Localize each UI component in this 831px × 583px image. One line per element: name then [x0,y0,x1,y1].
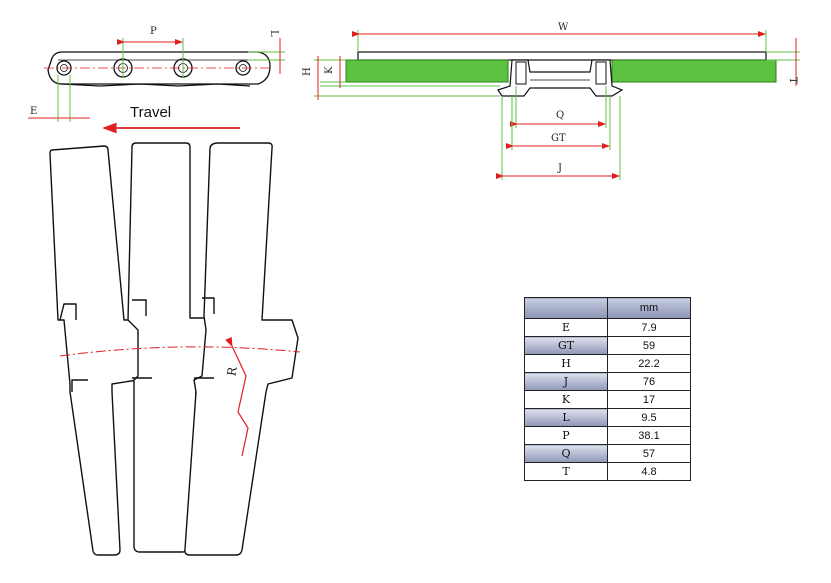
symbol-cell: P [524,426,608,445]
symbol-cell: GT [524,336,608,355]
table-row: J 76 [524,372,691,391]
value-cell: 57 [607,444,691,463]
value-cell: 7.9 [607,318,691,337]
plan-link-1 [49,145,155,556]
table-row: E 7.9 [524,318,691,337]
plan-link-3 [184,142,299,556]
symbol-cell: T [524,462,608,481]
top-plate [357,51,767,61]
symbol-cell: Q [524,444,608,463]
symbol-cell: E [524,318,608,337]
label-E: E [30,106,37,117]
table-row: H 22.2 [524,354,691,373]
dimension-E: E [28,75,90,122]
side-plate-outline [47,51,271,85]
label-J: J [557,163,562,174]
travel-indicator: Travel [102,104,240,134]
label-T: T [787,77,798,84]
dimension-Q-GT-J: Q GT J [496,86,621,180]
value-cell: 59 [607,336,691,355]
dimension-L: L [248,30,285,74]
hinge-body [497,59,624,97]
side-view [44,51,272,87]
symbol-cell: H [524,354,608,373]
label-K: K [324,66,335,74]
cross-section [345,51,777,97]
table-header-row: mm [524,297,691,319]
label-W: W [558,22,569,33]
label-Q: Q [556,110,564,121]
dimension-H-K: H K [302,56,500,100]
table-row: GT 59 [524,336,691,355]
value-cell: 38.1 [607,426,691,445]
table-row: P 38.1 [524,426,691,445]
label-R: R [224,365,240,377]
value-cell: 76 [607,372,691,391]
travel-label: Travel [130,104,171,121]
symbol-cell: K [524,390,608,409]
table-row: T 4.8 [524,462,691,481]
table-row: L 9.5 [524,408,691,427]
label-GT: GT [551,133,566,144]
label-H: H [302,67,313,76]
pad-right [611,59,777,83]
header-symbol-cell [524,297,608,319]
value-cell: 17 [607,390,691,409]
side-plate-lower-edge [61,83,251,87]
value-cell: 4.8 [607,462,691,481]
dimension-W: W [352,22,767,52]
table-row: K 17 [524,390,691,409]
dimension-table: mm E 7.9 GT 59 H 22.2 J 76 K 17 L 9.5 P [524,297,691,481]
label-P: P [150,26,157,37]
symbol-cell: L [524,408,608,427]
value-cell: 22.2 [607,354,691,373]
label-L: L [268,30,279,37]
pad-left [345,59,509,83]
dimension-T: T [766,38,800,86]
table-row: Q 57 [524,444,691,463]
value-cell: 9.5 [607,408,691,427]
radius-indicator: R [59,336,301,457]
symbol-cell: J [524,372,608,391]
header-unit-cell: mm [607,297,691,319]
dimension-P: P [117,26,184,78]
